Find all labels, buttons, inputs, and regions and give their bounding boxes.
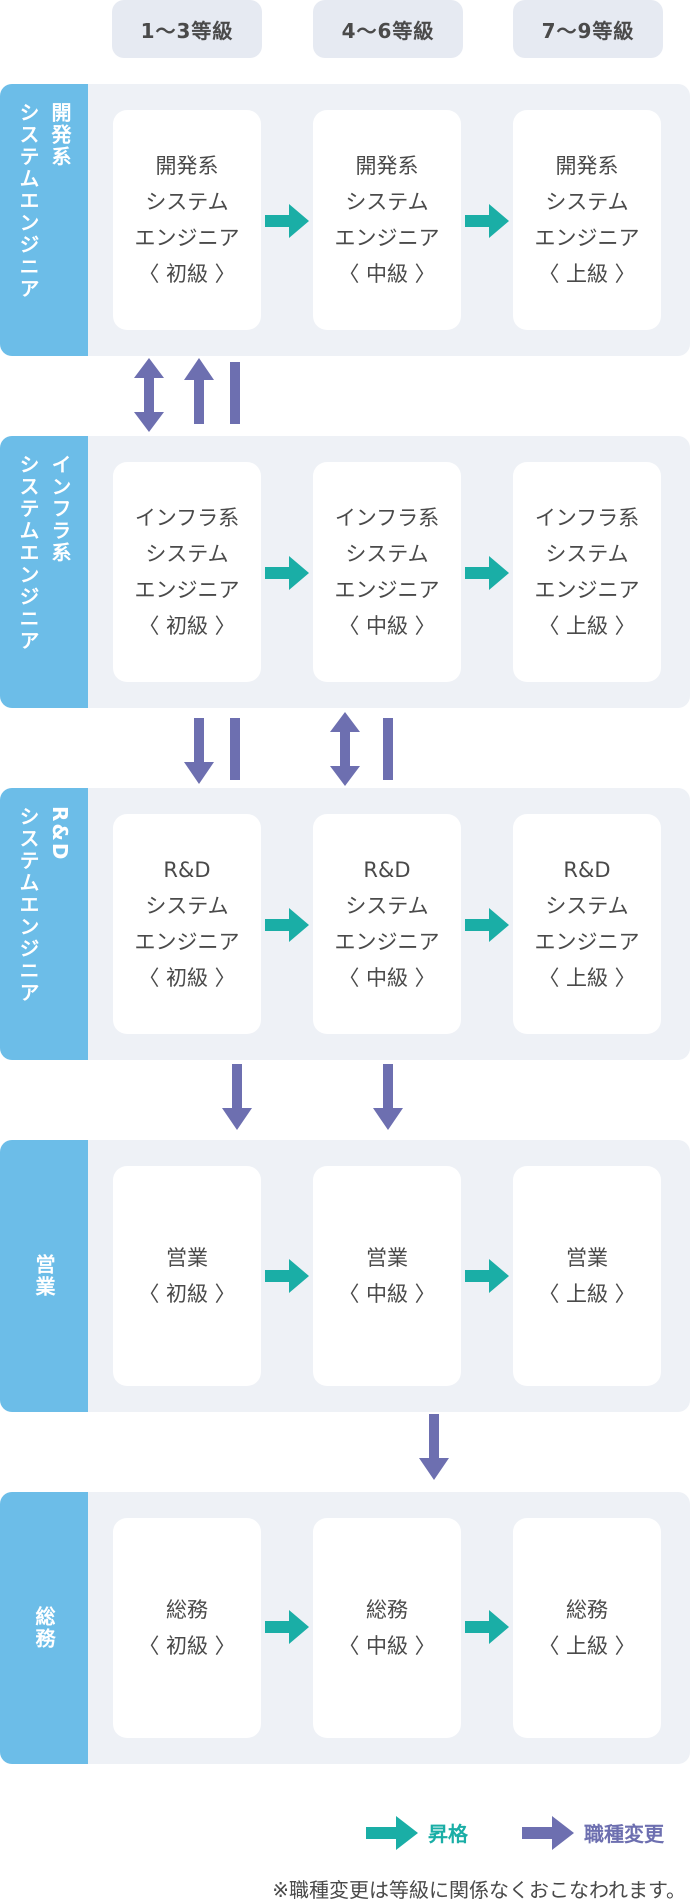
role-card-text: R&D システム エンジニア 〈 中級 〉 xyxy=(334,858,440,990)
track-label-rnd-se: R&D システムエンジニア xyxy=(0,788,88,1060)
track-label-line: システムエンジニア xyxy=(16,806,40,1004)
job-change-bar-icon xyxy=(230,718,240,780)
job-change-legend-arrow-icon xyxy=(522,1816,574,1850)
role-card-text: R&D システム エンジニア 〈 上級 〉 xyxy=(534,858,640,990)
role-card-text: 総務 〈 上級 〉 xyxy=(538,1598,636,1658)
role-card-dev-senior: 開発系 システム エンジニア 〈 上級 〉 xyxy=(513,110,661,330)
track-general-affairs: 総務 総務 〈 初級 〉 総務 〈 中級 〉 総務 〈 上級 〉 xyxy=(0,1492,690,1764)
role-card-ga-mid: 総務 〈 中級 〉 xyxy=(313,1518,461,1738)
role-card-sales-senior: 営業 〈 上級 〉 xyxy=(513,1166,661,1386)
role-card-dev-junior: 開発系 システム エンジニア 〈 初級 〉 xyxy=(113,110,261,330)
track-sales: 営業 営業 〈 初級 〉 営業 〈 中級 〉 営業 〈 上級 〉 xyxy=(0,1140,690,1412)
promotion-arrow-icon xyxy=(265,1610,309,1644)
job-change-bar-icon xyxy=(383,718,393,780)
job-change-legend-label: 職種変更 xyxy=(584,1822,664,1846)
role-card-rnd-mid: R&D システム エンジニア 〈 中級 〉 xyxy=(313,814,461,1034)
track-label-general-affairs: 総務 xyxy=(0,1492,88,1764)
legend: 昇格 職種変更 xyxy=(0,1810,690,1856)
role-card-text: 営業 〈 上級 〉 xyxy=(538,1246,636,1306)
track-label-line: システムエンジニア xyxy=(16,102,40,300)
track-infra-se: インフラ系 システムエンジニア インフラ系 システム エンジニア 〈 初級 〉 … xyxy=(0,436,690,708)
role-card-text: 総務 〈 中級 〉 xyxy=(338,1598,436,1658)
job-change-down-arrow-icon xyxy=(419,1414,449,1480)
track-rnd-se: R&D システムエンジニア R&D システム エンジニア 〈 初級 〉 R&D … xyxy=(0,788,690,1060)
job-change-down-arrow-icon xyxy=(222,1064,252,1130)
promotion-arrow-icon xyxy=(465,1610,509,1644)
role-card-infra-senior: インフラ系 システム エンジニア 〈 上級 〉 xyxy=(513,462,661,682)
grade-header-2: 4〜6等級 xyxy=(313,0,463,58)
promotion-arrow-icon xyxy=(465,204,509,238)
job-change-up-arrow-icon xyxy=(184,358,214,424)
role-card-text: 総務 〈 初級 〉 xyxy=(138,1598,236,1658)
role-card-text: 営業 〈 初級 〉 xyxy=(138,1246,236,1306)
promotion-arrow-icon xyxy=(265,204,309,238)
grade-header-1: 1〜3等級 xyxy=(112,0,262,58)
promotion-arrow-icon xyxy=(265,908,309,942)
promotion-legend-arrow-icon xyxy=(366,1816,418,1850)
track-label-sales: 営業 xyxy=(0,1140,88,1412)
role-card-ga-junior: 総務 〈 初級 〉 xyxy=(113,1518,261,1738)
role-card-sales-mid: 営業 〈 中級 〉 xyxy=(313,1166,461,1386)
track-label-dev-se: 開発系 システムエンジニア xyxy=(0,84,88,356)
role-card-text: R&D システム エンジニア 〈 初級 〉 xyxy=(134,858,240,990)
job-change-down-arrow-icon xyxy=(184,718,214,784)
promotion-arrow-icon xyxy=(465,556,509,590)
promotion-arrow-icon xyxy=(465,908,509,942)
role-card-text: インフラ系 システム エンジニア 〈 初級 〉 xyxy=(134,506,240,638)
job-change-bidirectional-arrow-icon xyxy=(134,358,164,432)
role-card-sales-junior: 営業 〈 初級 〉 xyxy=(113,1166,261,1386)
grade-header-3: 7〜9等級 xyxy=(513,0,663,58)
track-dev-se: 開発系 システムエンジニア 開発系 システム エンジニア 〈 初級 〉 開発系 … xyxy=(0,84,690,356)
track-label-infra-se: インフラ系 システムエンジニア xyxy=(0,436,88,708)
promotion-legend-label: 昇格 xyxy=(428,1822,468,1846)
track-label-line: 開発系 xyxy=(48,102,72,168)
track-label-line: インフラ系 xyxy=(48,454,72,564)
footnote: ※職種変更は等級に関係なくおこなわれます。 xyxy=(272,1878,686,1902)
promotion-arrow-icon xyxy=(265,1259,309,1293)
promotion-arrow-icon xyxy=(465,1259,509,1293)
role-card-text: 営業 〈 中級 〉 xyxy=(338,1246,436,1306)
role-card-text: 開発系 システム エンジニア 〈 中級 〉 xyxy=(334,154,440,286)
role-card-rnd-senior: R&D システム エンジニア 〈 上級 〉 xyxy=(513,814,661,1034)
role-card-text: インフラ系 システム エンジニア 〈 上級 〉 xyxy=(534,506,640,638)
track-label-line: R&D xyxy=(48,806,72,862)
promotion-arrow-icon xyxy=(265,556,309,590)
job-change-bidirectional-arrow-icon xyxy=(330,712,360,786)
job-change-bar-icon xyxy=(230,362,240,424)
role-card-infra-mid: インフラ系 システム エンジニア 〈 中級 〉 xyxy=(313,462,461,682)
role-card-text: 開発系 システム エンジニア 〈 上級 〉 xyxy=(534,154,640,286)
role-card-dev-mid: 開発系 システム エンジニア 〈 中級 〉 xyxy=(313,110,461,330)
role-card-ga-senior: 総務 〈 上級 〉 xyxy=(513,1518,661,1738)
role-card-rnd-junior: R&D システム エンジニア 〈 初級 〉 xyxy=(113,814,261,1034)
job-change-down-arrow-icon xyxy=(373,1064,403,1130)
role-card-text: インフラ系 システム エンジニア 〈 中級 〉 xyxy=(334,506,440,638)
track-label-line: 総務 xyxy=(32,1606,56,1650)
track-label-line: 営業 xyxy=(32,1254,56,1298)
track-label-line: システムエンジニア xyxy=(16,454,40,652)
role-card-infra-junior: インフラ系 システム エンジニア 〈 初級 〉 xyxy=(113,462,261,682)
role-card-text: 開発系 システム エンジニア 〈 初級 〉 xyxy=(134,154,240,286)
